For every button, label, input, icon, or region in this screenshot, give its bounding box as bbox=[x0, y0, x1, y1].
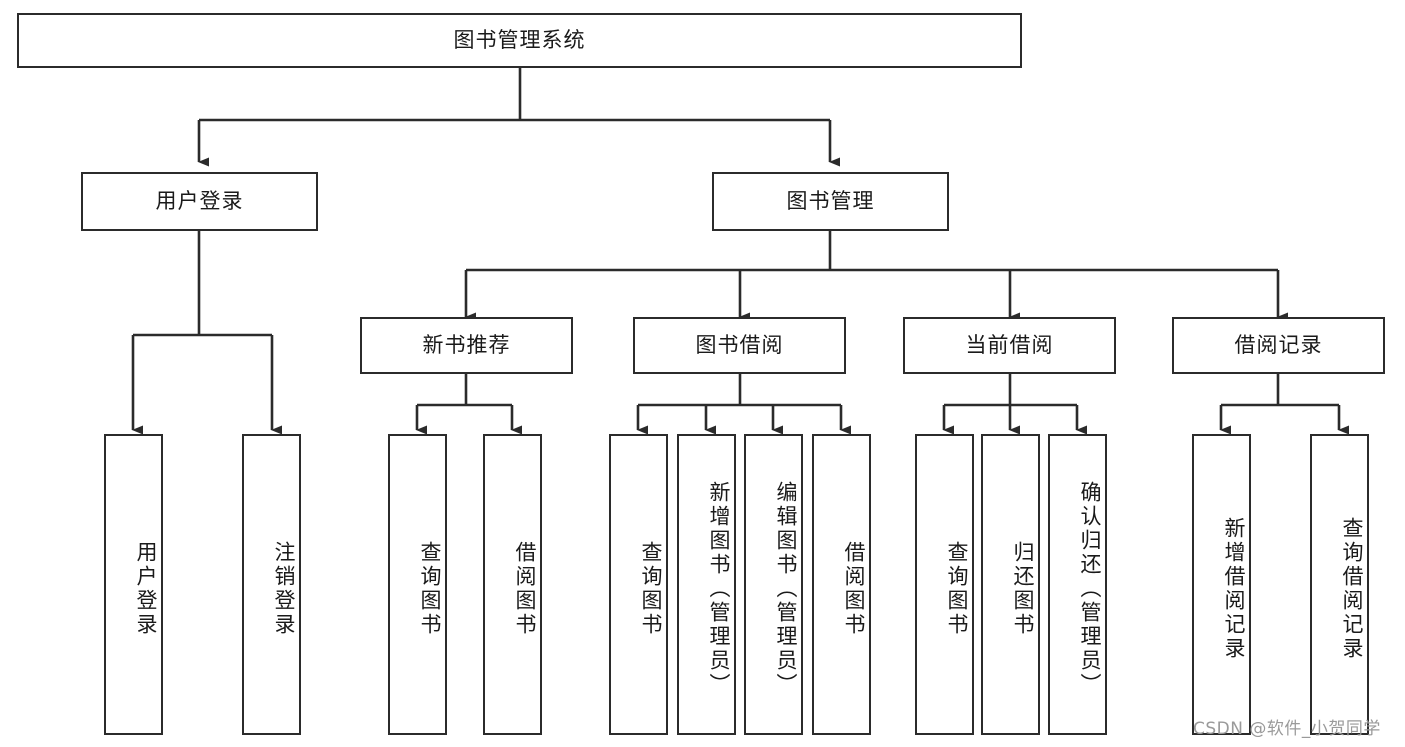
node-leaf-add-book[interactable]: 新增图书（管理员） bbox=[677, 434, 736, 735]
node-leaf-query-book-1[interactable]: 查询图书 bbox=[388, 434, 447, 735]
node-leaf-edit-book[interactable]: 编辑图书（管理员） bbox=[744, 434, 803, 735]
node-leaf-user-logout-label: 注销登录 bbox=[272, 540, 296, 637]
node-current-borrow[interactable]: 当前借阅 bbox=[903, 317, 1116, 374]
node-leaf-borrow-book-1[interactable]: 借阅图书 bbox=[483, 434, 542, 735]
node-leaf-confirm-return-label: 确认归还（管理员） bbox=[1078, 480, 1102, 697]
node-leaf-user-login-label: 用户登录 bbox=[134, 540, 158, 637]
node-leaf-borrow-book-1-label: 借阅图书 bbox=[513, 540, 537, 637]
node-user-login[interactable]: 用户登录 bbox=[81, 172, 318, 231]
node-new-book-rec[interactable]: 新书推荐 bbox=[360, 317, 573, 374]
node-leaf-query-record-label: 查询借阅记录 bbox=[1340, 516, 1364, 661]
node-current-borrow-label: 当前借阅 bbox=[965, 332, 1054, 357]
node-leaf-query-book-2-label: 查询图书 bbox=[639, 540, 663, 637]
node-leaf-return-book[interactable]: 归还图书 bbox=[981, 434, 1040, 735]
node-leaf-user-login[interactable]: 用户登录 bbox=[104, 434, 163, 735]
node-leaf-user-logout[interactable]: 注销登录 bbox=[242, 434, 301, 735]
node-new-book-rec-label: 新书推荐 bbox=[422, 332, 511, 357]
node-book-manage-label: 图书管理 bbox=[786, 188, 875, 213]
csdn-watermark: CSDN @软件_小贺同学 bbox=[1193, 719, 1381, 739]
node-leaf-return-book-label: 归还图书 bbox=[1011, 540, 1035, 637]
node-user-login-label: 用户登录 bbox=[155, 188, 244, 213]
node-leaf-confirm-return[interactable]: 确认归还（管理员） bbox=[1048, 434, 1107, 735]
node-leaf-query-record[interactable]: 查询借阅记录 bbox=[1310, 434, 1369, 735]
node-book-borrow-label: 图书借阅 bbox=[695, 332, 784, 357]
node-leaf-edit-book-label: 编辑图书（管理员） bbox=[774, 480, 798, 697]
node-book-borrow[interactable]: 图书借阅 bbox=[633, 317, 846, 374]
node-borrow-record[interactable]: 借阅记录 bbox=[1172, 317, 1385, 374]
node-leaf-add-record-label: 新增借阅记录 bbox=[1222, 516, 1246, 661]
node-root[interactable]: 图书管理系统 bbox=[17, 13, 1022, 68]
node-leaf-borrow-book-2-label: 借阅图书 bbox=[842, 540, 866, 637]
node-book-manage[interactable]: 图书管理 bbox=[712, 172, 949, 231]
node-root-label: 图书管理系统 bbox=[453, 27, 586, 52]
node-leaf-query-book-3-label: 查询图书 bbox=[945, 540, 969, 637]
node-leaf-borrow-book-2[interactable]: 借阅图书 bbox=[812, 434, 871, 735]
node-leaf-add-record[interactable]: 新增借阅记录 bbox=[1192, 434, 1251, 735]
node-leaf-query-book-2[interactable]: 查询图书 bbox=[609, 434, 668, 735]
node-leaf-query-book-3[interactable]: 查询图书 bbox=[915, 434, 974, 735]
node-borrow-record-label: 借阅记录 bbox=[1234, 332, 1323, 357]
node-leaf-query-book-1-label: 查询图书 bbox=[418, 540, 442, 637]
node-leaf-add-book-label: 新增图书（管理员） bbox=[707, 480, 731, 697]
